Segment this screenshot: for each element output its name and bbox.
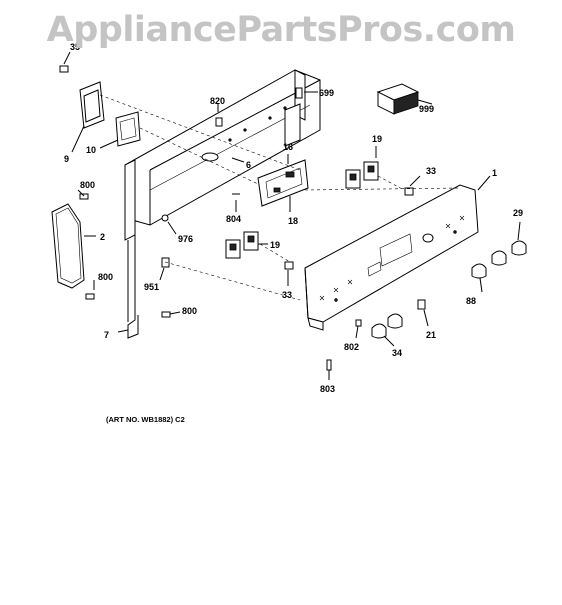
callout-19-lower: 19 [270, 240, 280, 250]
callout-19-upper: 19 [372, 134, 382, 144]
callout-34: 34 [392, 348, 402, 358]
art-number-note: (ART NO. WB1882) C2 [106, 415, 185, 424]
callout-35: 35 [70, 42, 80, 52]
callout-21: 21 [426, 330, 436, 340]
switch-group-lower [225, 231, 259, 259]
watermark: AppliancePartsPros.com [46, 10, 516, 50]
callout-88: 88 [466, 296, 476, 306]
side-trim [51, 203, 85, 289]
callout-7: 7 [104, 330, 109, 340]
switch-group-upper [345, 161, 379, 189]
parts-box [376, 83, 420, 115]
hardware [59, 65, 426, 371]
callout-699: 699 [319, 88, 334, 98]
left-brackets [79, 81, 141, 147]
back-panel [124, 69, 321, 241]
callout-labels: 35 9 10 820 699 999 19 16 6 800 2 804 18… [64, 42, 523, 424]
callout-951: 951 [144, 282, 159, 292]
callout-10: 10 [86, 145, 96, 155]
callout-800-top: 800 [80, 180, 95, 190]
callout-1: 1 [492, 168, 497, 178]
callout-33-lower: 33 [282, 290, 292, 300]
control-panel [304, 184, 479, 331]
callout-29: 29 [513, 208, 523, 218]
callout-9: 9 [64, 154, 69, 164]
callout-800-bottom: 800 [182, 306, 197, 316]
callout-976: 976 [178, 234, 193, 244]
callout-802: 802 [344, 342, 359, 352]
left-end-bracket [127, 235, 139, 339]
callout-18: 18 [288, 216, 298, 226]
callout-16: 16 [283, 142, 293, 152]
callout-33-upper: 33 [426, 166, 436, 176]
callout-2: 2 [100, 232, 105, 242]
callout-800-mid: 800 [98, 272, 113, 282]
callout-6: 6 [246, 160, 251, 170]
leader-lines [63, 51, 521, 380]
callout-803: 803 [320, 384, 335, 394]
callout-804: 804 [226, 214, 241, 224]
knobs [371, 240, 527, 339]
control-board [257, 159, 309, 207]
callout-999: 999 [419, 104, 434, 114]
callout-820: 820 [210, 96, 225, 106]
